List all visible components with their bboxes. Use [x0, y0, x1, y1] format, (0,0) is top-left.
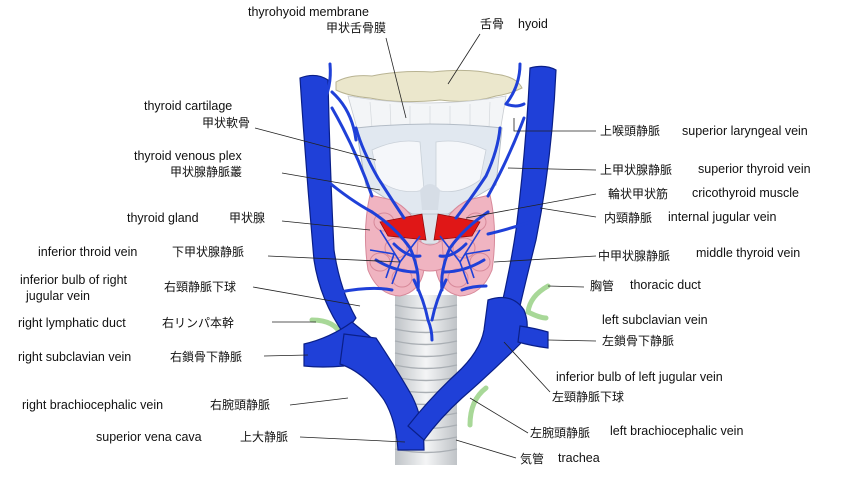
label-left-brachiocephalic-vein-en: left brachiocephalic vein [610, 424, 744, 438]
label-hyoid-ja: 舌骨 [480, 17, 505, 31]
label-cricothyroid-muscle-en: cricothyroid muscle [692, 186, 799, 200]
label-inferior-bulb-right-en-line1: inferior bulb of right [20, 273, 128, 287]
label-thyrohyoid-membrane-en: thyrohyoid membrane [248, 5, 369, 19]
label-superior-thyroid-vein-ja: 上甲状腺静脈 [600, 163, 673, 177]
label-thyroid-cartilage-en: thyroid cartilage [144, 99, 233, 113]
label-right-lymphatic-duct-ja: 右リンパ本幹 [162, 316, 235, 330]
label-middle-thyroid-vein-ja: 中甲状腺静脈 [598, 249, 671, 263]
label-thyroid-venous-plex-en: thyroid venous plex [134, 149, 242, 163]
label-right-subclavian-vein-ja: 右鎖骨下静脈 [170, 350, 243, 364]
label-left-brachiocephalic-vein-ja: 左腕頭静脈 [530, 426, 591, 440]
cricothyroid-muscle [379, 213, 481, 241]
label-left-subclavian-vein-ja: 左鎖骨下静脈 [602, 334, 675, 348]
label-superior-vena-cava-en: superior vena cava [96, 430, 202, 444]
leader-lines [252, 33, 597, 459]
label-inferior-thyroid-vein-ja: 下甲状腺静脈 [172, 245, 245, 259]
label-inferior-thyroid-vein-en: inferior throid vein [38, 245, 138, 259]
label-thoracic-duct-ja: 胸管 [590, 279, 615, 293]
label-cricothyroid-muscle-ja: 輪状甲状筋 [608, 187, 669, 201]
label-superior-laryngeal-vein-ja: 上喉頭静脈 [600, 124, 661, 138]
label-hyoid-en: hyoid [518, 17, 548, 31]
label-thyroid-venous-plex-ja: 甲状腺静脈叢 [170, 165, 243, 179]
label-superior-vena-cava-ja: 上大静脈 [240, 430, 289, 444]
hyoid-bone [335, 69, 523, 103]
label-inferior-bulb-right-en-line2: jugular vein [26, 289, 90, 303]
label-internal-jugular-vein-ja: 内頸静脈 [604, 211, 653, 225]
label-thyroid-gland-en: thyroid gland [127, 211, 199, 225]
label-thyroid-cartilage-ja: 甲状軟骨 [202, 116, 251, 130]
label-right-brachiocephalic-vein-en: right brachiocephalic vein [22, 398, 164, 412]
label-inferior-bulb-left-jugular-ja: 左頸静脈下球 [552, 390, 625, 404]
label-trachea-en: trachea [558, 451, 600, 465]
label-left-subclavian-vein-en: left subclavian vein [602, 313, 708, 327]
label-right-lymphatic-duct-en: right lymphatic duct [18, 316, 126, 330]
label-right-brachiocephalic-vein-ja: 右腕頭静脈 [210, 398, 271, 412]
label-thyrohyoid-membrane-ja: 甲状舌骨膜 [326, 21, 387, 35]
label-inferior-bulb-left-jugular-en: inferior bulb of left jugular vein [556, 370, 723, 384]
label-thoracic-duct-en: thoracic duct [630, 278, 701, 292]
label-inferior-bulb-right-ja: 右頸静脈下球 [164, 280, 237, 294]
label-right-subclavian-vein-en: right subclavian vein [18, 350, 132, 364]
label-thyroid-gland-ja: 甲状腺 [229, 211, 266, 225]
label-internal-jugular-vein-en: internal jugular vein [668, 210, 777, 224]
label-superior-thyroid-vein-en: superior thyroid vein [698, 162, 811, 176]
label-superior-laryngeal-vein-en: superior laryngeal vein [682, 124, 808, 138]
label-trachea-ja: 気管 [520, 452, 545, 466]
label-middle-thyroid-vein-en: middle thyroid vein [696, 246, 801, 260]
major-veins [299, 65, 557, 451]
